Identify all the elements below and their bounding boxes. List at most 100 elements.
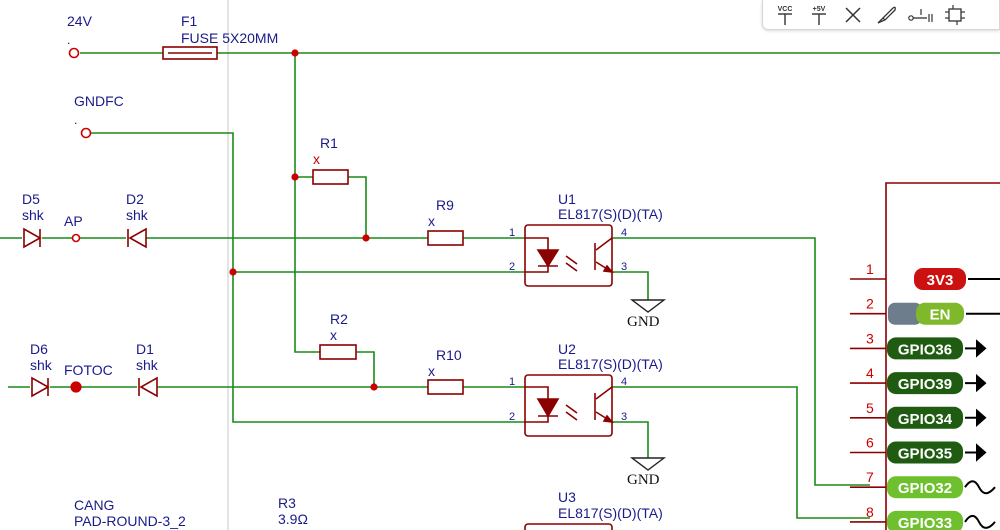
u1-pin2: 2 bbox=[509, 261, 515, 273]
pin-label-badge bbox=[887, 510, 963, 530]
r1-ref: R1 bbox=[320, 135, 338, 151]
header-pin-row[interactable]: 2EN bbox=[850, 296, 1000, 325]
r2-ref: R2 bbox=[330, 311, 348, 327]
pin-label-badge bbox=[887, 406, 963, 429]
analog-wave-icon bbox=[964, 480, 996, 495]
vcc-icon bbox=[778, 12, 792, 25]
resistor-r10[interactable] bbox=[427, 379, 464, 395]
r9-ref: R9 bbox=[436, 197, 454, 213]
pin-label-badge bbox=[887, 372, 963, 395]
net-label-ap: AP bbox=[64, 213, 83, 229]
u3-ref: U3 bbox=[558, 489, 576, 505]
d2-value: shk bbox=[126, 207, 149, 223]
probe-tool-button[interactable] bbox=[871, 2, 903, 28]
net-label-gndfc: GNDFC bbox=[74, 93, 124, 109]
diode-d6[interactable] bbox=[31, 376, 50, 398]
net-label-gndfc-dot: . bbox=[74, 113, 77, 127]
f1-value: FUSE 5X20MM bbox=[181, 30, 278, 46]
gnd-label-1: GND bbox=[627, 314, 660, 330]
pin-label-text: 3V3 bbox=[927, 272, 954, 289]
esp32-module[interactable] bbox=[885, 182, 1000, 530]
r10-value: x bbox=[428, 363, 435, 379]
header-pin-number: 3 bbox=[866, 330, 874, 346]
u1-ref: U1 bbox=[558, 191, 576, 207]
r3-ref: R3 bbox=[278, 495, 296, 511]
component-box-icon bbox=[945, 4, 965, 25]
u1-pin3: 3 bbox=[621, 261, 627, 273]
r3-value: 3.9Ω bbox=[278, 511, 308, 527]
pin-tool-button[interactable] bbox=[905, 2, 937, 28]
drawing-toolbar: VCC +5V bbox=[762, 0, 1000, 30]
vcc-tool-button[interactable]: VCC bbox=[769, 2, 801, 28]
resistor-r2[interactable] bbox=[319, 344, 357, 360]
d5-value: shk bbox=[22, 207, 45, 223]
diode-d2[interactable] bbox=[127, 227, 147, 249]
d1-ref: D1 bbox=[136, 341, 154, 357]
gnd-label-2: GND bbox=[627, 472, 660, 488]
d6-value: shk bbox=[30, 357, 53, 373]
header-pin-number: 7 bbox=[866, 469, 874, 485]
plus5v-tool-label: +5V bbox=[813, 6, 826, 13]
analog-wave-icon bbox=[964, 514, 996, 529]
d6-ref: D6 bbox=[30, 341, 48, 357]
resistor-r1[interactable] bbox=[312, 169, 349, 185]
r2-value: x bbox=[330, 327, 337, 343]
probe-icon bbox=[877, 6, 896, 24]
gnd-symbol-2[interactable] bbox=[629, 457, 667, 471]
pin-label-badge bbox=[887, 337, 963, 360]
header-pin-number: 2 bbox=[866, 296, 874, 312]
pin-label-text: GPIO36 bbox=[898, 341, 952, 358]
u2-pin4: 4 bbox=[621, 376, 627, 388]
diode-d5[interactable] bbox=[23, 227, 42, 249]
f1-ref: F1 bbox=[181, 13, 198, 29]
no-connect-tool-button[interactable] bbox=[837, 2, 869, 28]
optocoupler-u2[interactable] bbox=[524, 374, 614, 437]
optocoupler-u3[interactable] bbox=[524, 523, 613, 530]
d5-ref: D5 bbox=[22, 191, 40, 207]
pin-label-text: GPIO34 bbox=[898, 411, 953, 428]
input-arrow-icon bbox=[965, 373, 987, 393]
r1-value: x bbox=[313, 151, 320, 167]
header-pin-number: 1 bbox=[866, 261, 874, 277]
pin-label-text: GPIO33 bbox=[898, 515, 952, 530]
fuse-f1[interactable] bbox=[162, 46, 218, 60]
d2-ref: D2 bbox=[126, 191, 144, 207]
port-ap[interactable] bbox=[71, 233, 81, 243]
u2-pin3: 3 bbox=[621, 411, 627, 423]
header-pin-number: 5 bbox=[866, 400, 874, 416]
port-gndfc[interactable] bbox=[80, 127, 92, 139]
wires bbox=[0, 52, 1000, 519]
header-pin-number: 4 bbox=[866, 365, 874, 381]
pin-label-badge bbox=[914, 268, 966, 290]
header-pin-row[interactable]: 1 3V3 bbox=[850, 261, 1000, 290]
port-fotoc[interactable] bbox=[70, 381, 82, 393]
header-pin-number: 8 bbox=[866, 504, 874, 520]
plus5v-icon bbox=[812, 12, 826, 25]
optocoupler-u1[interactable] bbox=[524, 224, 614, 287]
header-pin-number: 6 bbox=[866, 435, 874, 451]
cang-ref: CANG bbox=[74, 497, 114, 513]
gnd-symbol-1[interactable] bbox=[629, 299, 667, 313]
u2-pin1: 1 bbox=[509, 376, 515, 388]
pin-label-text: EN bbox=[930, 307, 951, 324]
component-tool-button[interactable] bbox=[939, 2, 971, 28]
input-arrow-icon bbox=[965, 339, 987, 358]
u3-value: EL817(S)(D)(TA) bbox=[558, 505, 663, 521]
pin-label-badge bbox=[887, 476, 963, 499]
port-24v[interactable] bbox=[68, 47, 80, 59]
en-pin-indicator bbox=[888, 302, 922, 325]
r10-ref: R10 bbox=[436, 347, 462, 363]
pin-label-text: GPIO35 bbox=[898, 446, 952, 463]
plus5v-tool-button[interactable]: +5V bbox=[803, 2, 835, 28]
junctions bbox=[229, 49, 378, 391]
u2-pin2: 2 bbox=[509, 411, 515, 423]
resistor-r9[interactable] bbox=[427, 230, 464, 246]
diode-d1[interactable] bbox=[138, 376, 158, 398]
